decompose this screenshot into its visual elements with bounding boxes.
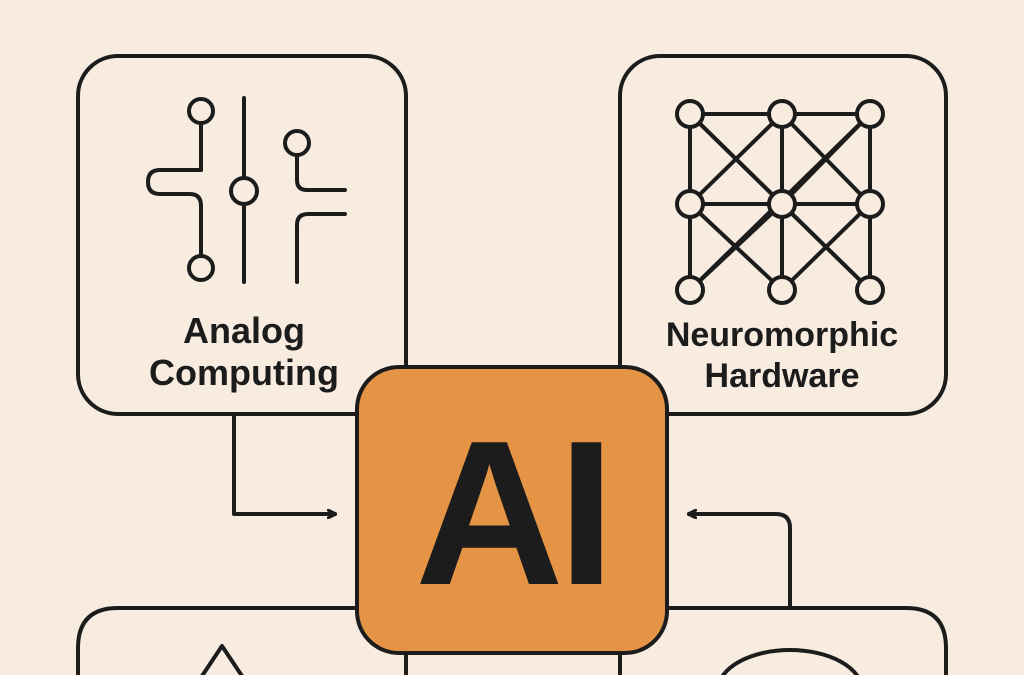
analog-circuit-icon [145, 96, 347, 284]
analog-title-line2: Computing [149, 352, 339, 393]
ai-label: AI [415, 398, 609, 628]
neuromorphic-hardware-box: Neuromorphic Hardware [618, 54, 948, 416]
arrow-bottom-right-to-ai [688, 514, 792, 608]
neuro-title-line1: Neuromorphic [666, 316, 898, 354]
triangle-icon [200, 644, 244, 675]
neuro-title-line2: Hardware [705, 357, 860, 395]
ai-center-box: AI [355, 365, 669, 655]
arrow-analog-to-ai [232, 414, 336, 514]
neural-network-icon [675, 99, 885, 305]
analog-title-line1: Analog [183, 310, 305, 351]
bottom-right-box [618, 606, 948, 675]
circle-icon [720, 648, 860, 675]
analog-computing-box: Analog Computing [76, 54, 408, 416]
